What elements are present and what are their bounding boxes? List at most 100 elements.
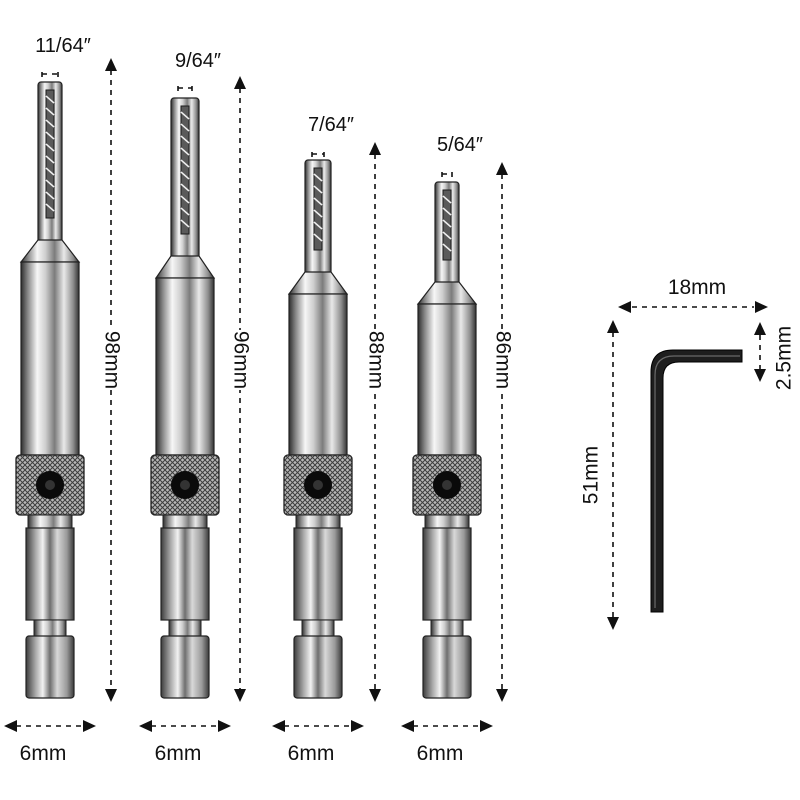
length-dimension: 98mm bbox=[98, 58, 124, 702]
flute-line bbox=[442, 231, 452, 240]
length-label-bg bbox=[362, 330, 388, 390]
set-screw-socket bbox=[442, 480, 452, 490]
hex-shank-upper bbox=[25, 527, 75, 621]
hex-key-thickness-dimension: 2.5mm bbox=[754, 322, 796, 390]
tip-size-label: 7/64″ bbox=[308, 114, 354, 136]
flute-line bbox=[442, 207, 452, 216]
tip-size-label: 11/64″ bbox=[35, 35, 91, 57]
flute-line bbox=[313, 209, 323, 218]
hex-shank-upper bbox=[422, 527, 472, 621]
flute-line bbox=[180, 159, 190, 168]
width-label: 6mm bbox=[417, 742, 464, 765]
flute-line bbox=[45, 107, 55, 116]
flute-line bbox=[180, 135, 190, 144]
arrow-right-icon bbox=[83, 720, 96, 732]
hex-key-width-label: 18mm bbox=[668, 276, 726, 299]
hex-key-thickness-label: 2.5mm bbox=[773, 326, 796, 390]
flute-line bbox=[180, 207, 190, 216]
drill-bits: 11/64″ 98mm 6mm 9/64″ 96mm 6mm 7/64″ 88mm 6mm 5/6… bbox=[4, 35, 515, 765]
bit-neck bbox=[27, 514, 73, 529]
flute-line bbox=[313, 233, 323, 242]
hex-shank-groove bbox=[301, 619, 335, 637]
arrow-down-icon bbox=[496, 689, 508, 702]
flute-line bbox=[180, 123, 190, 132]
flute-line bbox=[180, 147, 190, 156]
width-dimension: 6mm bbox=[401, 720, 493, 765]
drill-flute bbox=[45, 89, 55, 219]
bit-neck bbox=[424, 514, 470, 529]
set-screw-socket bbox=[180, 480, 190, 490]
arrow-left-icon bbox=[618, 301, 631, 313]
tip-size-bracket bbox=[41, 72, 59, 82]
drill-flute bbox=[442, 189, 452, 261]
arrow-right-icon bbox=[351, 720, 364, 732]
hex-key-width-dimension: 18mm bbox=[618, 276, 768, 313]
flute-line bbox=[180, 111, 190, 120]
flute-line bbox=[45, 191, 55, 200]
arrow-left-icon bbox=[4, 720, 17, 732]
width-label: 6mm bbox=[288, 742, 335, 765]
length-dimension: 96mm bbox=[227, 76, 253, 702]
bit-body bbox=[288, 293, 348, 456]
flute-line bbox=[45, 203, 55, 212]
hex-shank-groove bbox=[33, 619, 67, 637]
flute-line bbox=[180, 183, 190, 192]
arrow-down-icon bbox=[234, 689, 246, 702]
flute-line bbox=[45, 143, 55, 152]
flute-line bbox=[313, 173, 323, 182]
tip-size-label: 5/64″ bbox=[437, 134, 483, 156]
set-screw-socket bbox=[45, 480, 55, 490]
length-dimension: 88mm bbox=[362, 142, 388, 702]
arrow-down-icon bbox=[369, 689, 381, 702]
bit-body bbox=[417, 303, 477, 456]
arrow-down-icon bbox=[607, 617, 619, 630]
flute-line bbox=[313, 221, 323, 230]
bit-body bbox=[20, 261, 80, 456]
width-dimension: 6mm bbox=[272, 720, 364, 765]
width-dimension: 6mm bbox=[139, 720, 231, 765]
flute-line bbox=[45, 119, 55, 128]
flute-line bbox=[45, 167, 55, 176]
hex-key-height-label: 51mm bbox=[580, 446, 603, 504]
length-label: 96mm bbox=[229, 331, 252, 389]
tip-size-label: 9/64″ bbox=[175, 50, 221, 72]
body-taper bbox=[154, 255, 216, 279]
flute-line bbox=[180, 171, 190, 180]
hex-shank-lower bbox=[25, 635, 75, 699]
arrow-up-icon bbox=[754, 322, 766, 335]
body-taper bbox=[416, 281, 478, 305]
tip-size-bracket bbox=[177, 86, 193, 96]
hex-shank-lower bbox=[293, 635, 343, 699]
arrow-left-icon bbox=[401, 720, 414, 732]
flute-line bbox=[442, 219, 452, 228]
length-dimension: 86mm bbox=[489, 162, 515, 702]
arrow-up-icon bbox=[607, 320, 619, 333]
body-taper bbox=[19, 239, 81, 263]
hex-key-height-dimension: 51mm bbox=[580, 320, 619, 630]
bit-neck bbox=[295, 514, 341, 529]
flute-line bbox=[180, 219, 190, 228]
flute-line bbox=[45, 95, 55, 104]
hex-shank-upper bbox=[293, 527, 343, 621]
arrow-right-icon bbox=[755, 301, 768, 313]
arrow-up-icon bbox=[234, 76, 246, 89]
bit-7-64: 7/64″ 88mm 6mm bbox=[272, 114, 388, 765]
hex-shank-lower bbox=[422, 635, 472, 699]
bit-9-64: 9/64″ 96mm 6mm bbox=[139, 50, 253, 765]
tip-size-bracket bbox=[441, 172, 453, 182]
hex-key-highlight bbox=[654, 355, 740, 608]
arrow-down-icon bbox=[754, 369, 766, 382]
hex-shank-groove bbox=[430, 619, 464, 637]
flute-line bbox=[180, 195, 190, 204]
arrow-right-icon bbox=[218, 720, 231, 732]
bit-body bbox=[155, 277, 215, 456]
set-screw-socket bbox=[313, 480, 323, 490]
hex-shank-upper bbox=[160, 527, 210, 621]
flute-line bbox=[45, 179, 55, 188]
flute-line bbox=[442, 195, 452, 204]
drill-flute bbox=[313, 167, 323, 251]
tip-size-bracket bbox=[311, 152, 325, 162]
flute-line bbox=[313, 197, 323, 206]
drill-flute bbox=[180, 105, 190, 235]
